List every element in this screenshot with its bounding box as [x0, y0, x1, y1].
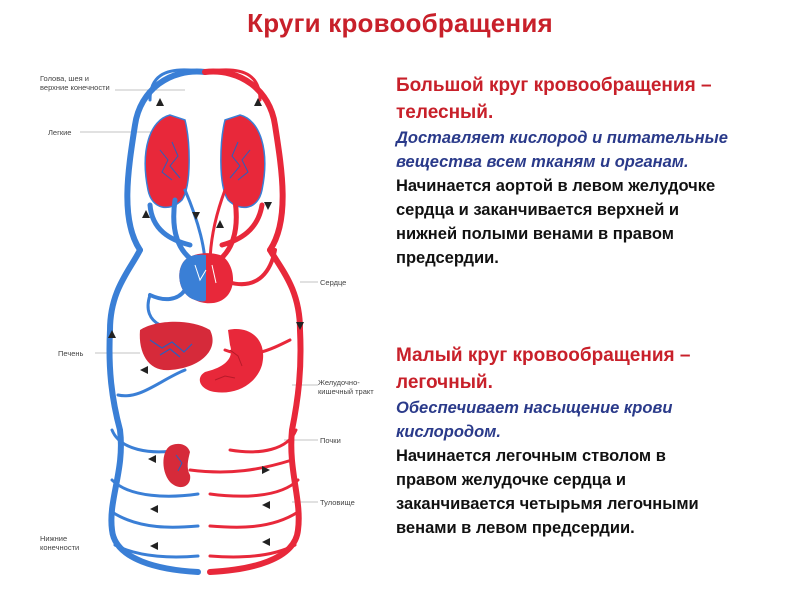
pulmonary-body-line3: заканчивается четырьмя легочными: [396, 495, 699, 513]
pulmonary-italic-line2: кислородом.: [396, 423, 501, 441]
systemic-body-line4: предсердии.: [396, 249, 499, 267]
venous-vessels: [106, 68, 208, 575]
pulmonary-body: Начинается легочным стволом в правом жел…: [396, 444, 796, 540]
systemic-body-line1: Начинается аортой в левом желудочке: [396, 177, 716, 195]
systemic-body-line2: сердца и заканчивается верхней и: [396, 201, 680, 219]
label-stomach: Желудочно-кишечный тракт: [318, 378, 374, 396]
liver: [139, 321, 213, 371]
label-legs: Нижние конечности: [40, 534, 80, 552]
heart: [179, 253, 234, 304]
flow-arrows: [108, 98, 304, 550]
stomach: [199, 329, 264, 393]
circulation-diagram: Голова, шея и верхние конечности Легкие …: [0, 50, 380, 600]
systemic-title: Большой круг кровообращения – телесный.: [396, 72, 796, 126]
pulmonary-title-line2: легочный.: [396, 372, 493, 393]
label-heart: Сердце: [320, 278, 347, 287]
systemic-body-line3: нижней полыми венами в правом: [396, 225, 674, 243]
pulmonary-title: Малый круг кровообращения – легочный.: [396, 342, 796, 396]
label-lungs: Легкие: [48, 128, 72, 137]
label-liver: Печень: [58, 349, 84, 358]
kidney: [163, 443, 191, 488]
arterial-vessels: [188, 68, 304, 575]
pulmonary-body-line4: венами в левом предсердии.: [396, 519, 635, 537]
page-title: Круги кровообращения: [247, 8, 553, 38]
label-head: Голова, шея и верхние конечности: [40, 74, 110, 92]
pulmonary-body-line1: Начинается легочным стволом в: [396, 447, 666, 465]
systemic-description: Доставляет кислород и питательные вещест…: [396, 126, 796, 174]
systemic-italic-line2: вещества всем тканям и органам.: [396, 153, 689, 171]
lungs: [144, 114, 266, 209]
pulmonary-description: Обеспечивает насыщение крови кислородом.: [396, 396, 796, 444]
label-pelvis: Туловище: [320, 498, 355, 507]
pulmonary-title-line1: Малый круг кровообращения –: [396, 345, 691, 366]
pulmonary-body-line2: правом желудочке сердца и: [396, 471, 626, 489]
systemic-body: Начинается аортой в левом желудочке серд…: [396, 174, 796, 270]
systemic-title-line2: телесный.: [396, 102, 494, 123]
systemic-title-line1: Большой круг кровообращения –: [396, 75, 712, 96]
systemic-italic-line1: Доставляет кислород и питательные: [396, 129, 728, 147]
pulmonary-italic-line1: Обеспечивает насыщение крови: [396, 399, 673, 417]
circulation-svg: [80, 68, 318, 575]
systemic-circulation-block: Большой круг кровообращения – телесный. …: [396, 72, 796, 270]
pulmonary-circulation-block: Малый круг кровообращения – легочный. Об…: [396, 342, 796, 540]
label-kidneys: Почки: [320, 436, 341, 445]
